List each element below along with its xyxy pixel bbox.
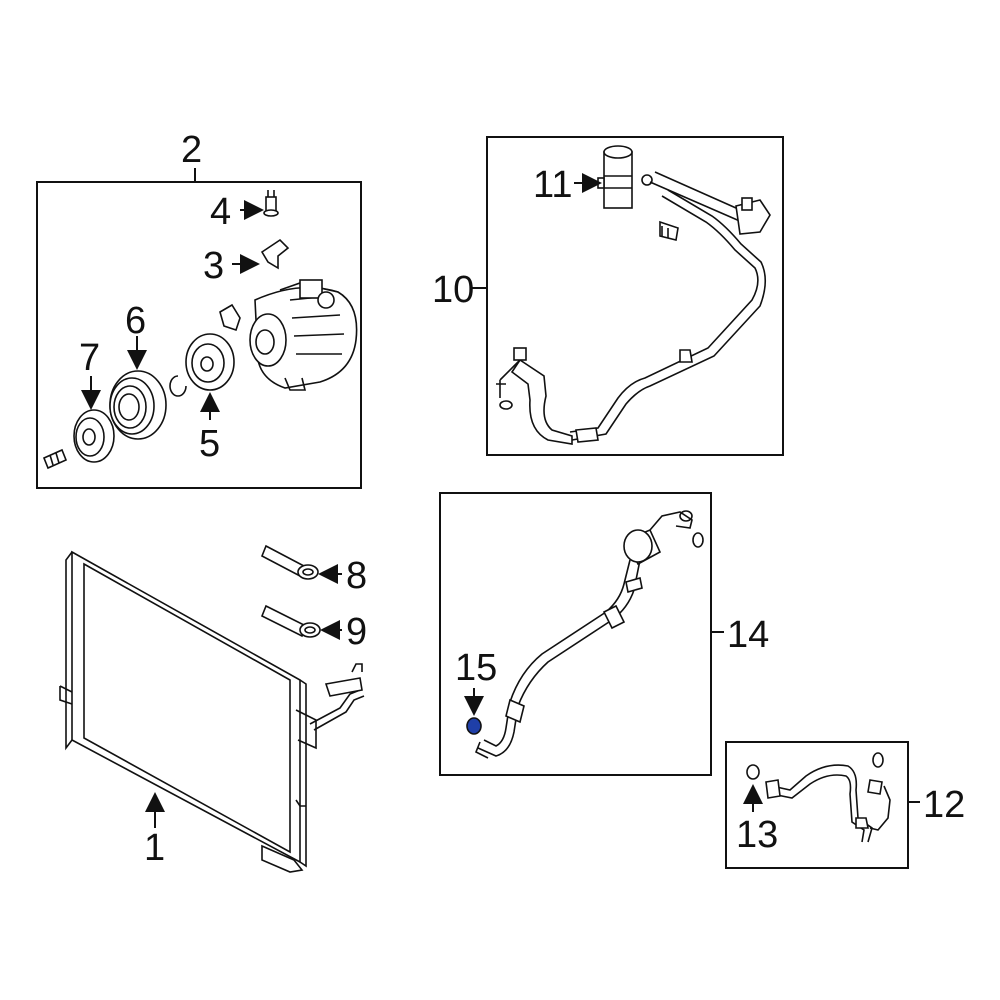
hub-bolt[interactable] [42,448,68,470]
suction-line-group: 10 11 [432,136,784,456]
fitting-part-9[interactable] [260,604,321,638]
compressor-assembly-group: 2 3 4 [36,129,362,489]
callout-15[interactable]: 15 [455,647,497,689]
hose-group-frame [439,492,712,776]
expansion-valve-part-11[interactable] [597,145,633,209]
callout-1[interactable]: 1 [144,827,165,869]
line-group-frame [486,136,784,456]
clip-bracket[interactable] [219,303,241,332]
callout-5[interactable]: 5 [199,423,220,465]
pulley-part-6[interactable] [109,370,167,440]
bolt-part-4[interactable] [263,190,279,217]
liquid-line-hose[interactable] [765,752,891,843]
suction-pipe[interactable] [496,171,771,445]
fitting-part-8[interactable] [260,544,319,580]
condenser-group: 1 8 9 [59,544,367,873]
liquid-line-group: 12 13 [725,741,965,869]
discharge-hose[interactable] [474,510,704,759]
compressor-group-frame [36,181,362,489]
callout-6[interactable]: 6 [125,300,146,342]
snap-ring[interactable] [169,375,187,397]
clutch-plate-part-5[interactable] [185,333,235,391]
callout-13[interactable]: 13 [736,814,778,856]
compressor-body[interactable] [249,279,358,391]
callout-2[interactable]: 2 [181,129,202,171]
callout-8[interactable]: 8 [346,555,367,597]
callout-3[interactable]: 3 [203,245,224,287]
bracket-part-3[interactable] [260,238,290,270]
condenser-part-1[interactable] [59,550,365,873]
callout-12[interactable]: 12 [923,784,965,826]
callout-7[interactable]: 7 [79,337,100,379]
hub-part-7[interactable] [73,409,115,463]
callout-11[interactable]: 11 [533,164,572,206]
callout-10[interactable]: 10 [432,269,474,311]
discharge-hose-group: 14 15 [439,492,769,776]
callout-14[interactable]: 14 [727,614,769,656]
callout-9[interactable]: 9 [346,611,367,653]
o-ring-part-13[interactable] [746,764,760,780]
o-ring-part-15[interactable] [466,717,482,735]
callout-4[interactable]: 4 [210,191,231,233]
liquid-line-frame [725,741,909,869]
